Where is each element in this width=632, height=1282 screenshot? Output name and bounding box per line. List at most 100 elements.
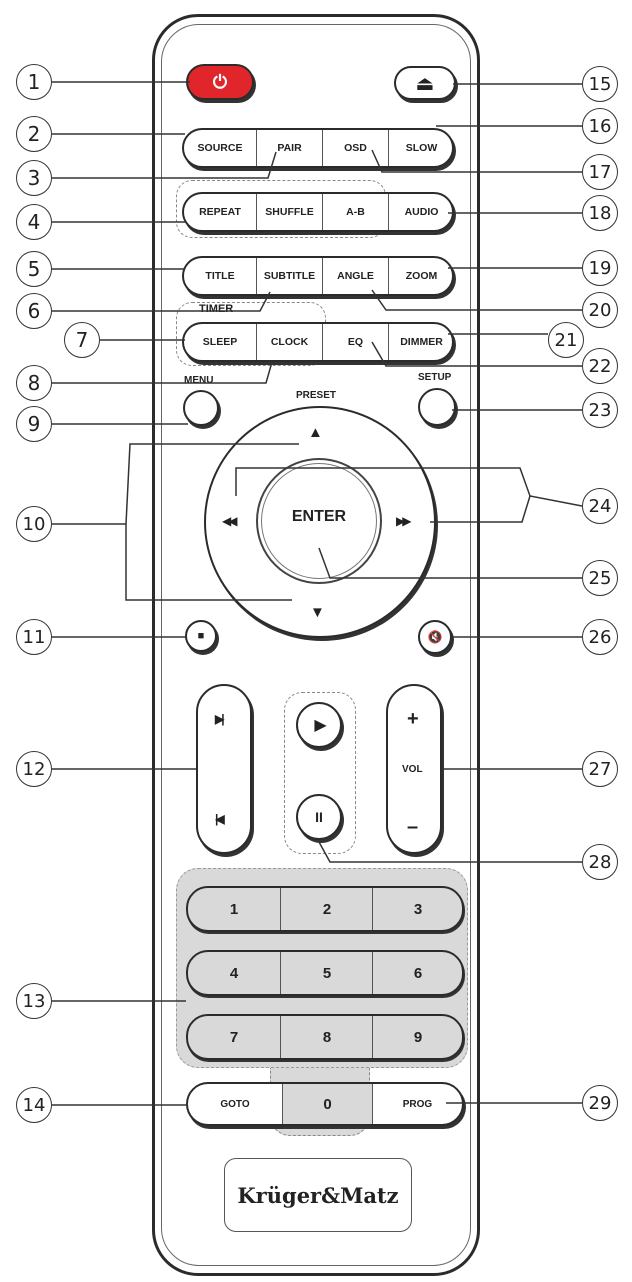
shuffle-button[interactable]: SHUFFLE (256, 194, 322, 230)
stop-button[interactable]: ■ (185, 620, 217, 652)
power-icon: ⏻ (212, 71, 228, 93)
digit-1-button[interactable]: 1 (229, 900, 239, 918)
leader-25 (318, 547, 582, 579)
down-button[interactable]: ▼ (310, 604, 325, 621)
play-button[interactable]: ▶ (296, 702, 342, 748)
callout-19: 19 (582, 250, 618, 286)
leader-8 (52, 361, 273, 384)
callout-10: 10 (16, 506, 52, 542)
clock-button[interactable]: CLOCK (256, 324, 322, 360)
callout-25: 25 (582, 560, 618, 596)
callout-27: 27 (582, 751, 618, 787)
preset-label: PRESET (296, 390, 337, 401)
digit-9-button[interactable]: 9 (372, 1016, 463, 1058)
dimmer-button[interactable]: DIMMER (388, 324, 454, 360)
callout-2: 2 (16, 116, 52, 152)
digit-3-button[interactable]: 3 (372, 888, 463, 930)
zoom-button[interactable]: ZOOM (388, 258, 454, 294)
volume-label: VOL (402, 764, 423, 775)
mute-button[interactable]: 🔇 (418, 620, 452, 654)
digit-0-button[interactable]: 0 (282, 1084, 372, 1124)
leader-17 (371, 149, 582, 173)
eq-button[interactable]: EQ (322, 324, 388, 360)
menu-button[interactable] (183, 390, 219, 426)
title-row: TITLE SUBTITLE ANGLE ZOOM (182, 256, 454, 296)
callout-17: 17 (582, 154, 618, 190)
timer-label: TIMER (196, 303, 237, 315)
numpad-row-2: 4 5 6 (186, 950, 464, 996)
source-button[interactable]: SOURCE (197, 142, 243, 154)
callout-13: 13 (16, 983, 52, 1019)
callout-6: 6 (16, 293, 52, 329)
volume-down-button[interactable]: – (407, 816, 419, 838)
digit-5-button[interactable]: 5 (280, 952, 373, 994)
enter-button[interactable]: ENTER (256, 458, 382, 584)
pause-icon: II (315, 809, 323, 825)
callout-1: 1 (16, 64, 52, 100)
digit-6-button[interactable]: 6 (372, 952, 463, 994)
leader-6 (52, 291, 271, 312)
ab-button[interactable]: A-B (322, 194, 388, 230)
rewind-button[interactable]: ◀◀ (222, 514, 238, 528)
up-button[interactable]: ▲ (308, 424, 323, 441)
subtitle-button[interactable]: SUBTITLE (256, 258, 322, 294)
skip-pill (196, 684, 252, 854)
brand-logo: Krüger&Matz (224, 1158, 412, 1232)
leader-24b (430, 495, 531, 523)
callout-24: 24 (582, 488, 618, 524)
goto-row: GOTO 0 PROG (186, 1082, 464, 1126)
callout-3: 3 (16, 160, 52, 196)
audio-button[interactable]: AUDIO (388, 194, 454, 230)
callout-5: 5 (16, 251, 52, 287)
digit-4-button[interactable]: 4 (229, 964, 239, 982)
callout-29: 29 (582, 1085, 618, 1121)
digit-8-button[interactable]: 8 (280, 1016, 373, 1058)
menu-label: MENU (184, 375, 214, 386)
repeat-row: REPEAT SHUFFLE A-B AUDIO (182, 192, 454, 232)
sleep-button[interactable]: SLEEP (202, 336, 238, 348)
callout-11: 11 (16, 619, 52, 655)
source-row: SOURCE PAIR OSD SLOW (182, 128, 454, 168)
stop-icon: ■ (197, 630, 205, 642)
osd-button[interactable]: OSD (322, 130, 388, 166)
callout-8: 8 (16, 365, 52, 401)
play-icon: ▶ (314, 717, 327, 734)
play-pause-group-outline (284, 692, 356, 854)
callout-21: 21 (548, 322, 584, 358)
eject-button[interactable]: ⏏ (394, 66, 456, 100)
callout-23: 23 (582, 392, 618, 428)
leader-3 (52, 151, 277, 179)
numpad-row-1: 1 2 3 (186, 886, 464, 932)
leader-10a (52, 443, 299, 525)
setup-label: SETUP (418, 372, 452, 383)
numpad-row-3: 7 8 9 (186, 1014, 464, 1060)
forward-button[interactable]: ▶▶ (396, 514, 412, 528)
prog-button[interactable]: PROG (372, 1084, 462, 1124)
callout-12: 12 (16, 751, 52, 787)
volume-up-button[interactable]: + (407, 708, 419, 730)
angle-button[interactable]: ANGLE (322, 258, 388, 294)
eject-icon: ⏏ (415, 71, 435, 95)
callout-15: 15 (582, 66, 618, 102)
leader-28 (318, 841, 582, 863)
previous-button[interactable]: |◀ (215, 812, 224, 826)
digit-2-button[interactable]: 2 (280, 888, 373, 930)
title-button[interactable]: TITLE (205, 270, 235, 282)
pause-button[interactable]: II (296, 794, 342, 840)
repeat-button[interactable]: REPEAT (199, 206, 241, 218)
setup-button[interactable] (418, 388, 456, 426)
callout-22: 22 (582, 348, 618, 384)
leader-20 (371, 289, 582, 311)
goto-button[interactable]: GOTO (220, 1098, 250, 1110)
pair-button[interactable]: PAIR (256, 130, 322, 166)
callout-26: 26 (582, 619, 618, 655)
digit-7-button[interactable]: 7 (229, 1028, 239, 1046)
next-button[interactable]: ▶| (215, 712, 224, 726)
slow-button[interactable]: SLOW (388, 130, 454, 166)
volume-pill (386, 684, 442, 854)
sleep-row: SLEEP CLOCK EQ DIMMER (182, 322, 454, 362)
mute-icon: 🔇 (427, 630, 443, 644)
leader-10b (125, 524, 292, 601)
